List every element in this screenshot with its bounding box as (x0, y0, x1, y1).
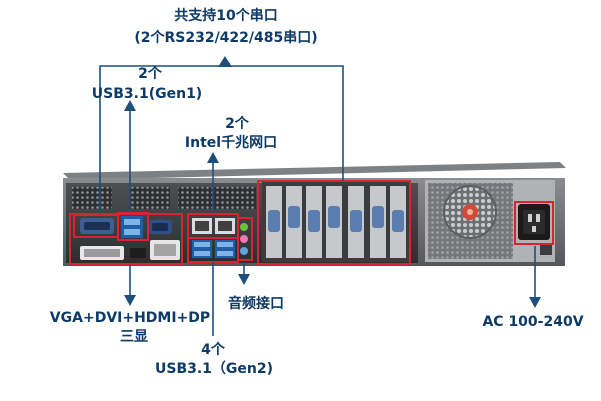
power-label: AC 100-240V (482, 314, 584, 330)
callout-box-audio (237, 217, 253, 261)
callout-boxes (69, 180, 554, 265)
usb-gen2-label-line1: 4个 (201, 342, 225, 358)
audio-jack-icon (240, 223, 248, 255)
arrow-up-icon (218, 56, 232, 67)
serial-label-line1: 共支持10个串口 (174, 8, 278, 24)
vent-middle (130, 187, 170, 209)
audio-label: 音频接口 (228, 296, 284, 312)
hdmi-port (130, 248, 146, 258)
callout-box-power (514, 201, 554, 245)
arrow-heads (124, 56, 541, 308)
lan-label-line2: Intel千兆网口 (184, 135, 278, 151)
serial-label-line2: (2个RS232/422/485串口) (134, 30, 318, 46)
chassis-top-edge (63, 162, 566, 180)
usb-gen2-label-line2: USB3.1（Gen2) (154, 361, 274, 377)
callout-box-display (69, 213, 183, 265)
display-label-line1: VGA+DVI+HDMI+DP (49, 310, 211, 326)
arrow-up-icon (207, 152, 219, 163)
usb-port-icon (192, 240, 235, 258)
arrow-down-icon (238, 274, 250, 285)
vent-left (72, 187, 112, 209)
power-socket-icon (518, 204, 550, 240)
vent-right (178, 187, 256, 209)
arrow-down-icon (529, 297, 541, 308)
lan-label-line1: 2个 (225, 116, 249, 132)
usb-gen1-label-line2: USB3.1(Gen1) (91, 86, 203, 102)
usb-gen1-label-line1: 2个 (138, 66, 162, 82)
callout-box-serial (257, 180, 411, 265)
db9-port-icon (268, 206, 404, 232)
arrow-up-icon (124, 100, 136, 111)
display-label-line2: 三显 (120, 329, 148, 345)
arrow-down-icon (124, 295, 136, 306)
fan-icon (443, 185, 497, 239)
lan-port-icon (192, 218, 235, 234)
